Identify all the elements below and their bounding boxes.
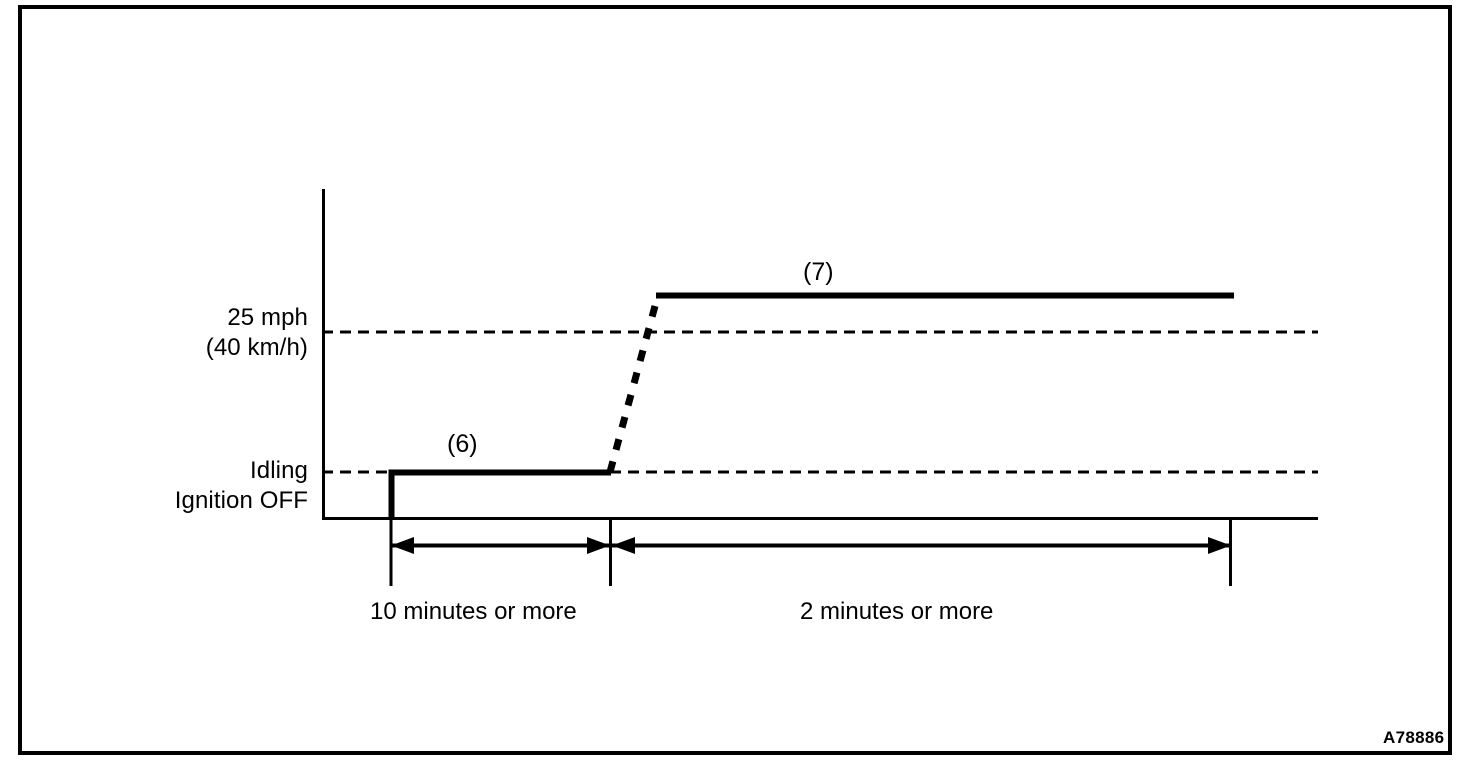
trace-segment-acceleration-ramp	[606, 294, 662, 473]
y-axis-label-idling-line2: Ignition OFF	[174, 487, 308, 514]
phase-label-6: (6)	[447, 430, 478, 458]
duration-label-2: 2 minutes or more	[800, 598, 994, 625]
figure-border	[18, 5, 1452, 755]
duration-1-arrowhead-right	[587, 537, 610, 554]
figure-id-code: A78886	[1383, 728, 1445, 747]
y-axis-label-idling-line1: Idling	[250, 457, 308, 484]
duration-1-arrowhead-left	[391, 537, 414, 554]
duration-label-1: 10 minutes or more	[370, 598, 577, 625]
trace-segment-idling	[388, 469, 611, 519]
y-axis-label-speed-threshold-line2: (40 km/h)	[205, 334, 308, 361]
phase-label-7: (7)	[803, 258, 834, 286]
duration-2-arrowhead-left	[612, 537, 635, 554]
duration-2-arrowhead-right	[1208, 537, 1231, 554]
y-axis-label-speed-threshold: 25 mph (40 km/h)	[206, 303, 308, 363]
y-axis-label-speed-threshold-line1: 25 mph	[227, 304, 308, 331]
y-axis-label-idling: Idling Ignition OFF	[175, 456, 308, 516]
